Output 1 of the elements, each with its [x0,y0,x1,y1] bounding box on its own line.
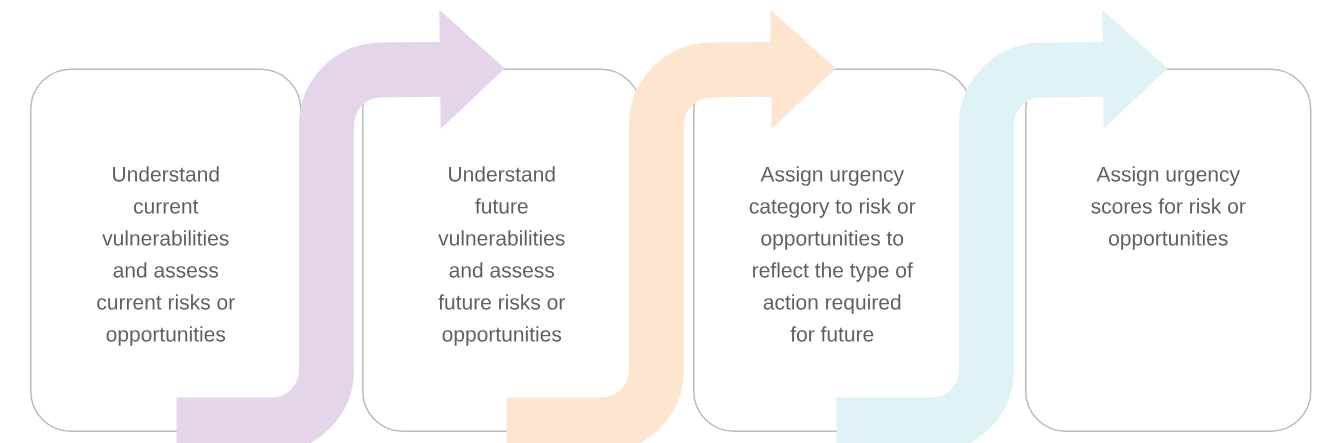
process-box: Understand current vulnerabilities and assess current risks or opportunities [30,68,302,432]
